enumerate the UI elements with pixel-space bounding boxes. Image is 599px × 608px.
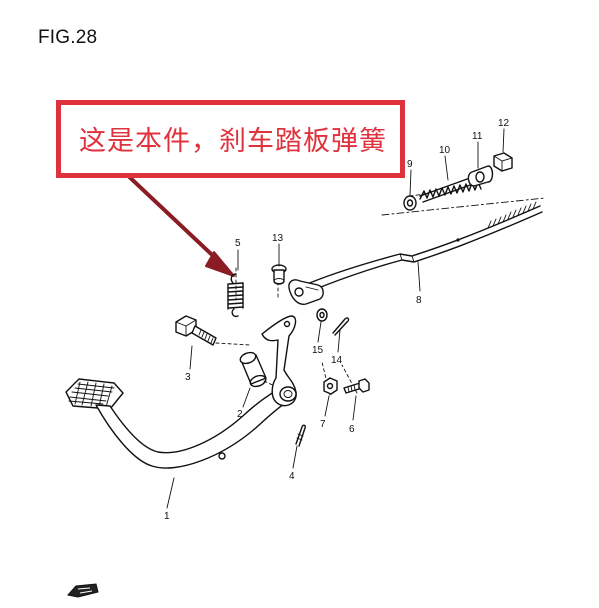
front-arrow-icon <box>67 583 99 598</box>
figure-title: FIG.28 <box>38 27 98 48</box>
part-label-2: 2 <box>237 409 243 420</box>
part-label-7: 7 <box>320 419 326 430</box>
part-label-6: 6 <box>349 424 355 435</box>
part-label-12: 12 <box>498 118 510 129</box>
part-15-washer <box>316 308 328 322</box>
callout-box: 这是本件，刹车踏板弹簧 <box>56 100 405 178</box>
part-label-11: 11 <box>472 131 483 142</box>
part-label-8: 8 <box>416 295 422 306</box>
part-1-brake-pedal <box>65 315 297 469</box>
part-4-pin <box>295 424 306 447</box>
part-label-4: 4 <box>289 471 295 482</box>
part-3-pivot-bolt <box>175 315 217 346</box>
part-label-9: 9 <box>407 159 413 170</box>
part-labels: 1 2 3 4 5 6 7 8 9 10 11 12 13 14 15 <box>164 118 510 522</box>
part-11-joint <box>467 165 494 187</box>
callout-arrow <box>120 168 235 277</box>
part-6-bolt <box>343 378 370 394</box>
part-label-3: 3 <box>185 372 191 383</box>
part-label-14: 14 <box>331 355 343 366</box>
part-8-brake-rod <box>288 201 543 305</box>
callout-text: 这是本件，刹车踏板弹簧 <box>79 126 387 157</box>
leader-lines <box>166 128 505 509</box>
part-5-brake-pedal-spring <box>227 273 244 318</box>
part-label-1: 1 <box>164 511 170 522</box>
part-9-washer <box>403 195 417 211</box>
part-7-nut <box>323 377 338 395</box>
part-12-nut <box>493 152 513 172</box>
part-label-15: 15 <box>312 345 324 356</box>
part-label-10: 10 <box>439 145 451 156</box>
part-13-pin <box>271 264 287 285</box>
part-2-bushing <box>239 351 267 388</box>
part-14-cotter-pin <box>332 317 350 336</box>
part-label-5: 5 <box>235 238 241 249</box>
part-label-13: 13 <box>272 233 284 244</box>
